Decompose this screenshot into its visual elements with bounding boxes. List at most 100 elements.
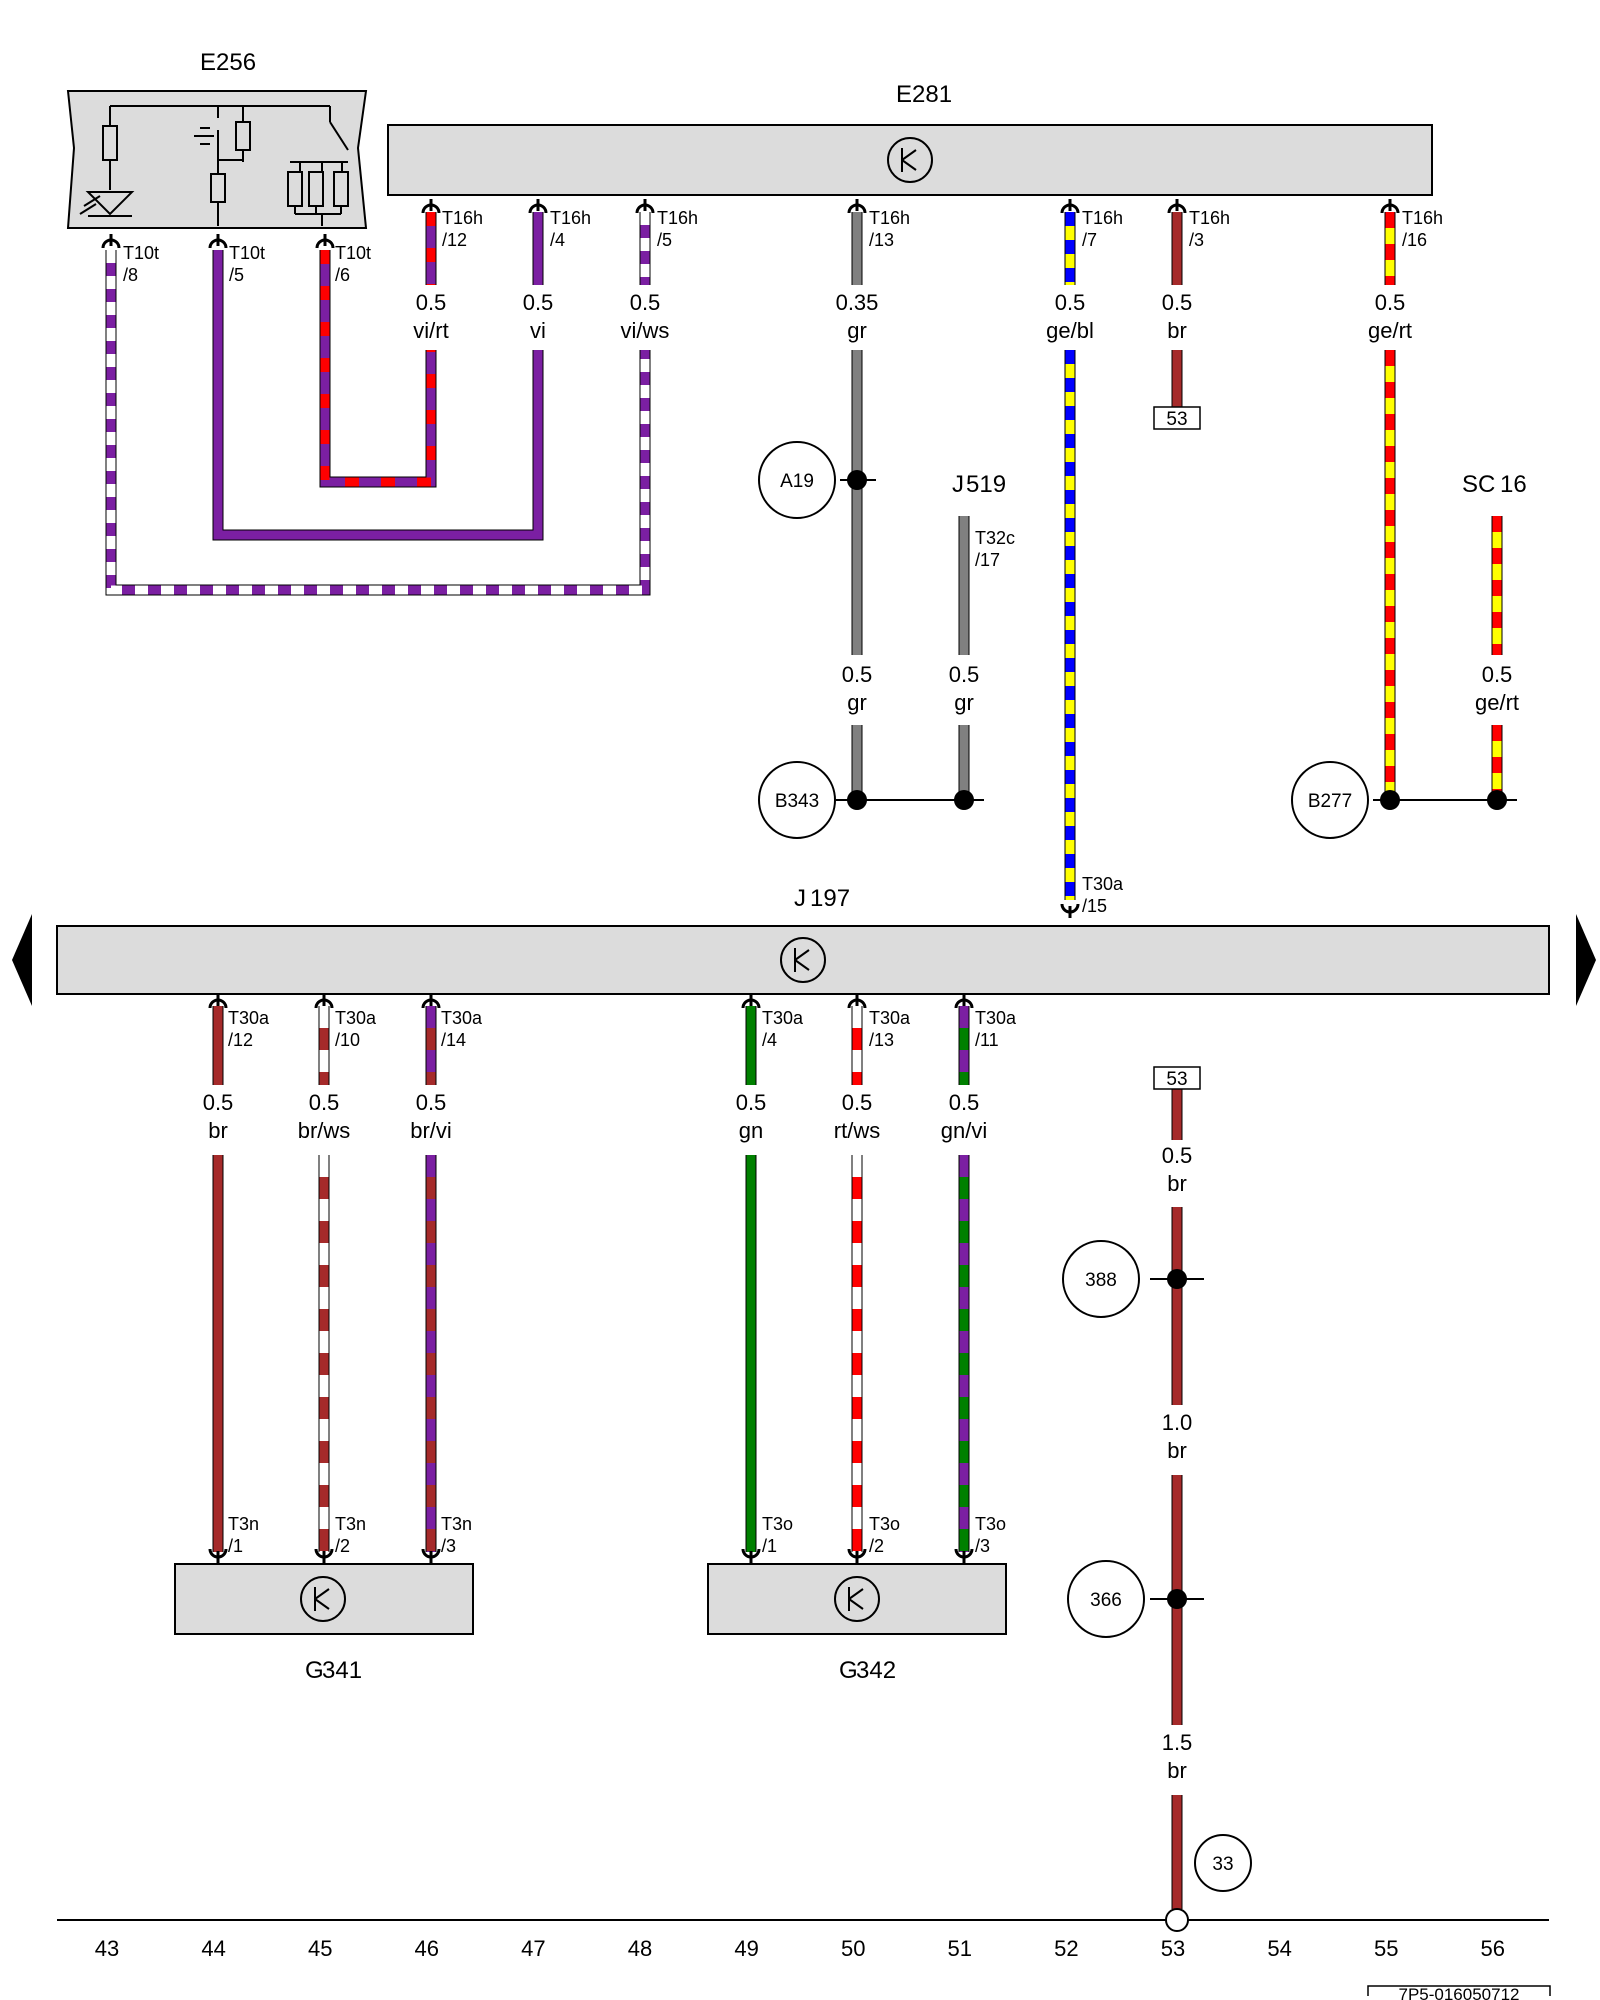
svg-text:0.5: 0.5 xyxy=(842,662,873,687)
pin-label: T16h/5 xyxy=(657,208,698,250)
grid-number: 46 xyxy=(415,1936,439,1961)
svg-text:/3: /3 xyxy=(1189,230,1204,250)
svg-text:vi: vi xyxy=(530,318,546,343)
svg-text:16: 16 xyxy=(1500,471,1527,498)
node-a19: A19 xyxy=(758,441,836,519)
svg-text:256: 256 xyxy=(216,49,256,76)
junction-388-icon xyxy=(1167,1269,1187,1289)
svg-text:T3n: T3n xyxy=(335,1514,366,1534)
svg-text:gr: gr xyxy=(954,690,974,715)
connector-plug-icon xyxy=(635,199,655,214)
continue-right-arrow-icon xyxy=(1576,914,1596,1006)
g341-component: G 341 xyxy=(174,1563,474,1684)
ground-point-icon xyxy=(1165,1908,1189,1932)
svg-text:388: 388 xyxy=(1085,1270,1117,1291)
junction-dot-icon xyxy=(847,790,867,810)
svg-text:0.5: 0.5 xyxy=(1482,662,1513,687)
pin-label: T16h/16 xyxy=(1402,208,1443,250)
svg-text:/4: /4 xyxy=(762,1030,777,1050)
svg-text:0.5: 0.5 xyxy=(1162,1143,1193,1168)
svg-text:/3: /3 xyxy=(441,1536,456,1556)
connector-plug-icon xyxy=(847,994,867,1009)
node-b277: B277 xyxy=(1291,761,1369,839)
wire-vi-loop xyxy=(213,250,543,540)
svg-text:gn: gn xyxy=(739,1118,763,1143)
node-b343: B343 xyxy=(758,761,836,839)
svg-text:/6: /6 xyxy=(335,265,350,285)
svg-text:T16h: T16h xyxy=(550,208,591,228)
grid-number: 56 xyxy=(1481,1936,1505,1961)
svg-text:1.5: 1.5 xyxy=(1162,1730,1193,1755)
svg-text:T3n: T3n xyxy=(441,1514,472,1534)
pin-labels: T10t/8 T10t/5 T10t/6 T16h/12 T16h/4 T16h… xyxy=(123,208,1443,1556)
grid-number: 55 xyxy=(1374,1936,1398,1961)
connector-plug-icon xyxy=(1060,199,1080,214)
connector-plugs-layer xyxy=(101,199,1517,1609)
pin-label: T30a/10 xyxy=(335,1008,377,1050)
svg-text:/10: /10 xyxy=(335,1030,360,1050)
wire-label: 0.5br xyxy=(1162,1143,1193,1196)
pin-label: T3o/3 xyxy=(975,1514,1006,1556)
svg-text:G: G xyxy=(305,1657,324,1684)
pin-label: T16h/13 xyxy=(869,208,910,250)
svg-text:T10t: T10t xyxy=(229,243,265,263)
svg-text:/2: /2 xyxy=(869,1536,884,1556)
svg-text:0.35: 0.35 xyxy=(836,290,879,315)
grid-number: 53 xyxy=(1161,1936,1185,1961)
connector-plug-icon xyxy=(954,1548,974,1563)
j197-electronic-symbol-icon xyxy=(780,937,826,983)
svg-text:0.5: 0.5 xyxy=(949,1090,980,1115)
svg-text:197: 197 xyxy=(810,885,850,912)
svg-text:vi/ws: vi/ws xyxy=(621,318,670,343)
continue-left-arrow-icon xyxy=(12,914,32,1006)
connector-plug-icon xyxy=(741,1548,761,1563)
svg-text:T10t: T10t xyxy=(335,243,371,263)
svg-text:SC: SC xyxy=(1462,471,1495,498)
wire-label: 0.5gr xyxy=(949,662,980,715)
svg-text:br: br xyxy=(1167,318,1187,343)
grid-number: 47 xyxy=(521,1936,545,1961)
pin-label: T3o/2 xyxy=(869,1514,900,1556)
pin-label: T30a/4 xyxy=(762,1008,804,1050)
pin-label: T16h/12 xyxy=(442,208,483,250)
pin-label: T3o/1 xyxy=(762,1514,793,1556)
e256-internal-circuit-icon xyxy=(79,105,349,226)
g341-title: G 341 xyxy=(305,1657,362,1684)
svg-text:/1: /1 xyxy=(762,1536,777,1556)
svg-text:/13: /13 xyxy=(869,1030,894,1050)
svg-text:281: 281 xyxy=(912,81,952,108)
reference-box-top: 53 xyxy=(1153,406,1201,430)
wire-label: 0.5br/vi xyxy=(410,1090,452,1143)
wire-label: 1.5br xyxy=(1162,1730,1193,1783)
e281-title: E 281 xyxy=(896,81,952,108)
reference-box-bottom: 53 xyxy=(1153,1066,1201,1090)
svg-text:7P5-016050712: 7P5-016050712 xyxy=(1398,1985,1519,2000)
g342-title: G 342 xyxy=(839,1657,896,1684)
grid-number: 49 xyxy=(734,1936,758,1961)
svg-text:33: 33 xyxy=(1212,1854,1233,1875)
connector-plug-icon xyxy=(954,994,974,1009)
connector-plug-icon xyxy=(528,199,548,214)
grid-number: 45 xyxy=(308,1936,332,1961)
svg-text:0.5: 0.5 xyxy=(416,290,447,315)
svg-text:1.0: 1.0 xyxy=(1162,1410,1193,1435)
pin-label: T3n/1 xyxy=(228,1514,259,1556)
pin-label: T10t/6 xyxy=(335,243,371,285)
svg-text:B277: B277 xyxy=(1308,791,1352,812)
svg-text:gr: gr xyxy=(847,690,867,715)
g342-component: G 342 xyxy=(707,1563,1007,1684)
pin-label: T10t/5 xyxy=(229,243,265,285)
e281-component: E 281 xyxy=(387,81,1433,196)
j519-title: J 519 xyxy=(952,471,1006,498)
e281-electronic-symbol-icon xyxy=(887,137,933,183)
svg-text:br/vi: br/vi xyxy=(410,1118,452,1143)
wire-label: 0.5br xyxy=(1162,290,1193,343)
pin-label: T16h/3 xyxy=(1189,208,1230,250)
connector-plug-icon xyxy=(314,994,334,1009)
svg-text:0.5: 0.5 xyxy=(309,1090,340,1115)
wire-label: 1.0br xyxy=(1162,1410,1193,1463)
svg-text:E: E xyxy=(896,81,912,108)
wire-label: 0.5vi/ws xyxy=(621,290,670,343)
svg-text:0.5: 0.5 xyxy=(523,290,554,315)
